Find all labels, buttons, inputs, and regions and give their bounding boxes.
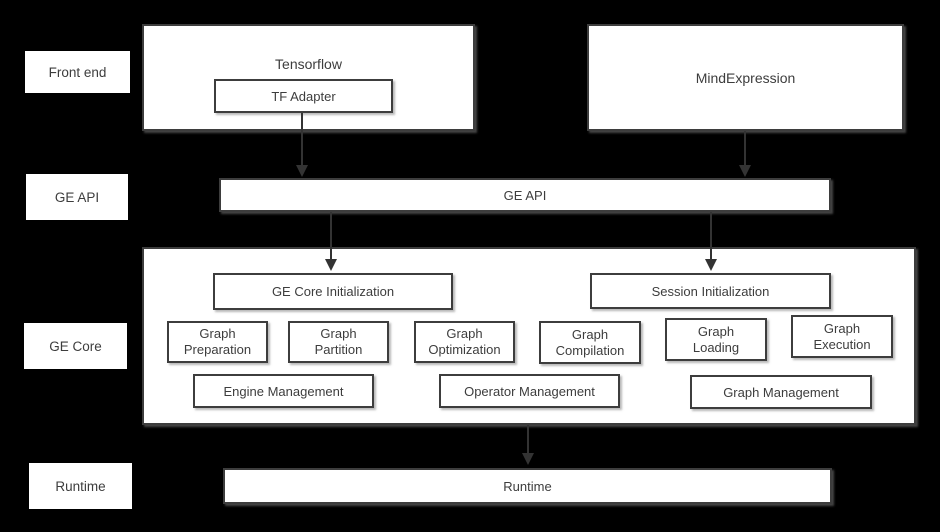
graph-compilation-box: Graph Compilation	[539, 321, 641, 364]
graph-execution-line2: Execution	[813, 336, 871, 352]
ge-core-initialization-box: GE Core Initialization	[213, 273, 453, 310]
graph-partition-line2: Partition	[314, 342, 363, 357]
graph-preparation-line2: Preparation	[183, 342, 252, 357]
mindexpression-box: MindExpression	[587, 24, 904, 131]
runtime-bar: Runtime	[223, 468, 832, 504]
arrow-ge-api-to-session-init-line	[710, 212, 712, 259]
ge-core-box: GE Core Initialization Session Initializ…	[142, 247, 916, 425]
row-label-runtime: Runtime	[29, 463, 132, 509]
graph-preparation-box: Graph Preparation	[167, 321, 268, 363]
arrow-ge-api-to-ge-core-init-line	[330, 212, 332, 259]
graph-preparation-line1: Graph	[199, 326, 236, 341]
graph-execution-box: Graph Execution	[791, 315, 893, 358]
arrow-mindexpression-to-ge-api-head	[739, 165, 751, 177]
ge-api-bar: GE API	[219, 178, 831, 212]
operator-management-box: Operator Management	[439, 374, 620, 408]
graph-loading-box: Graph Loading	[665, 318, 767, 361]
arrow-tf-adapter-to-ge-api-line	[301, 113, 303, 165]
row-label-ge-core: GE Core	[24, 323, 127, 369]
graph-optimization-box: Graph Optimization	[414, 321, 515, 363]
arrow-tf-adapter-to-ge-api-head	[296, 165, 308, 177]
tensorflow-label: Tensorflow	[275, 56, 342, 72]
arrow-ge-core-to-runtime-line	[527, 425, 529, 453]
session-initialization-box: Session Initialization	[590, 273, 831, 309]
row-label-front-end: Front end	[25, 51, 130, 93]
arrow-ge-api-to-ge-core-init-head	[325, 259, 337, 271]
tensorflow-box: Tensorflow TF Adapter	[142, 24, 475, 131]
arrow-ge-core-to-runtime-head	[522, 453, 534, 465]
graph-partition-line1: Graph	[320, 326, 357, 341]
graph-management-box: Graph Management	[690, 375, 872, 409]
graph-optimization-line2: Optimization	[428, 342, 501, 357]
tf-adapter-box: TF Adapter	[214, 79, 393, 113]
graph-optimization-line1: Graph	[446, 326, 483, 341]
arrow-ge-api-to-session-init-head	[705, 259, 717, 271]
graph-loading-line1: Graph	[697, 323, 735, 339]
graph-execution-line1: Graph	[823, 320, 861, 336]
graph-compilation-line1: Graph	[571, 326, 609, 342]
arrow-mindexpression-to-ge-api-line	[744, 131, 746, 165]
engine-management-box: Engine Management	[193, 374, 374, 408]
graph-compilation-line2: Compilation	[555, 342, 625, 358]
row-label-ge-api: GE API	[26, 174, 128, 220]
graph-partition-box: Graph Partition	[288, 321, 389, 363]
graph-loading-line2: Loading	[692, 339, 740, 355]
